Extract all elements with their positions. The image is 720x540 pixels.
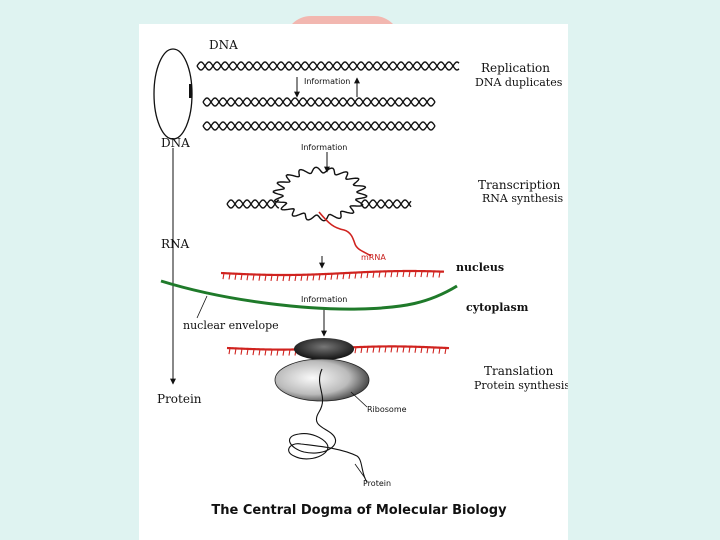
- information-label-3: Information: [301, 295, 348, 304]
- loop-mark: [189, 84, 192, 98]
- ribosome-pointer: [350, 391, 368, 408]
- emerging-mrna: [318, 211, 372, 257]
- diagram-panel: DNA DNA RNA Protein Information Informat…: [139, 24, 568, 540]
- replication-loop: [153, 48, 193, 140]
- transcription-bubble: [272, 166, 368, 222]
- polypeptide-chain: [288, 368, 368, 483]
- dna-helix-copy-1: [202, 97, 436, 107]
- transcription-subtitle: RNA synthesis: [482, 192, 564, 205]
- envelope-pointer: [196, 295, 208, 319]
- dna-helix-right-of-bubble: [360, 199, 412, 209]
- protein-left-label: Protein: [157, 392, 202, 406]
- dna-left-label: DNA: [161, 136, 190, 150]
- nuclear-envelope: [160, 279, 458, 311]
- replication-title: Replication: [481, 61, 550, 75]
- mrna-label: mRNA: [361, 253, 386, 262]
- nucleus-label: nucleus: [456, 261, 505, 274]
- dna-helix-copy-2: [202, 121, 436, 131]
- protein-pointer: [354, 463, 366, 479]
- dna-top-label: DNA: [209, 38, 238, 52]
- rna-left-label: RNA: [161, 237, 190, 251]
- mrna-strand-nucleus: [220, 269, 445, 282]
- dna-helices: [196, 61, 460, 209]
- central-dogma-diagram: [153, 48, 460, 483]
- ribosome-small-subunit: [294, 338, 354, 360]
- ribosome-large-subunit: [274, 358, 370, 402]
- translation-title: Translation: [484, 364, 554, 378]
- protein-chain-label: Protein: [363, 479, 392, 488]
- information-label-2: Information: [301, 143, 348, 152]
- nuclear-envelope-label: nuclear envelope: [183, 319, 279, 332]
- ribosome-label: Ribosome: [367, 405, 407, 414]
- diagram-caption: The Central Dogma of Molecular Biology: [211, 503, 507, 518]
- replication-subtitle: DNA duplicates: [475, 76, 563, 89]
- translation-subtitle: Protein synthesis: [474, 379, 568, 392]
- information-label-1: Information: [304, 77, 351, 86]
- cytoplasm-label: cytoplasm: [466, 301, 529, 314]
- dna-helix-parent: [196, 61, 460, 71]
- dna-helix-left-of-bubble: [226, 199, 280, 209]
- transcription-title: Transcription: [478, 178, 561, 192]
